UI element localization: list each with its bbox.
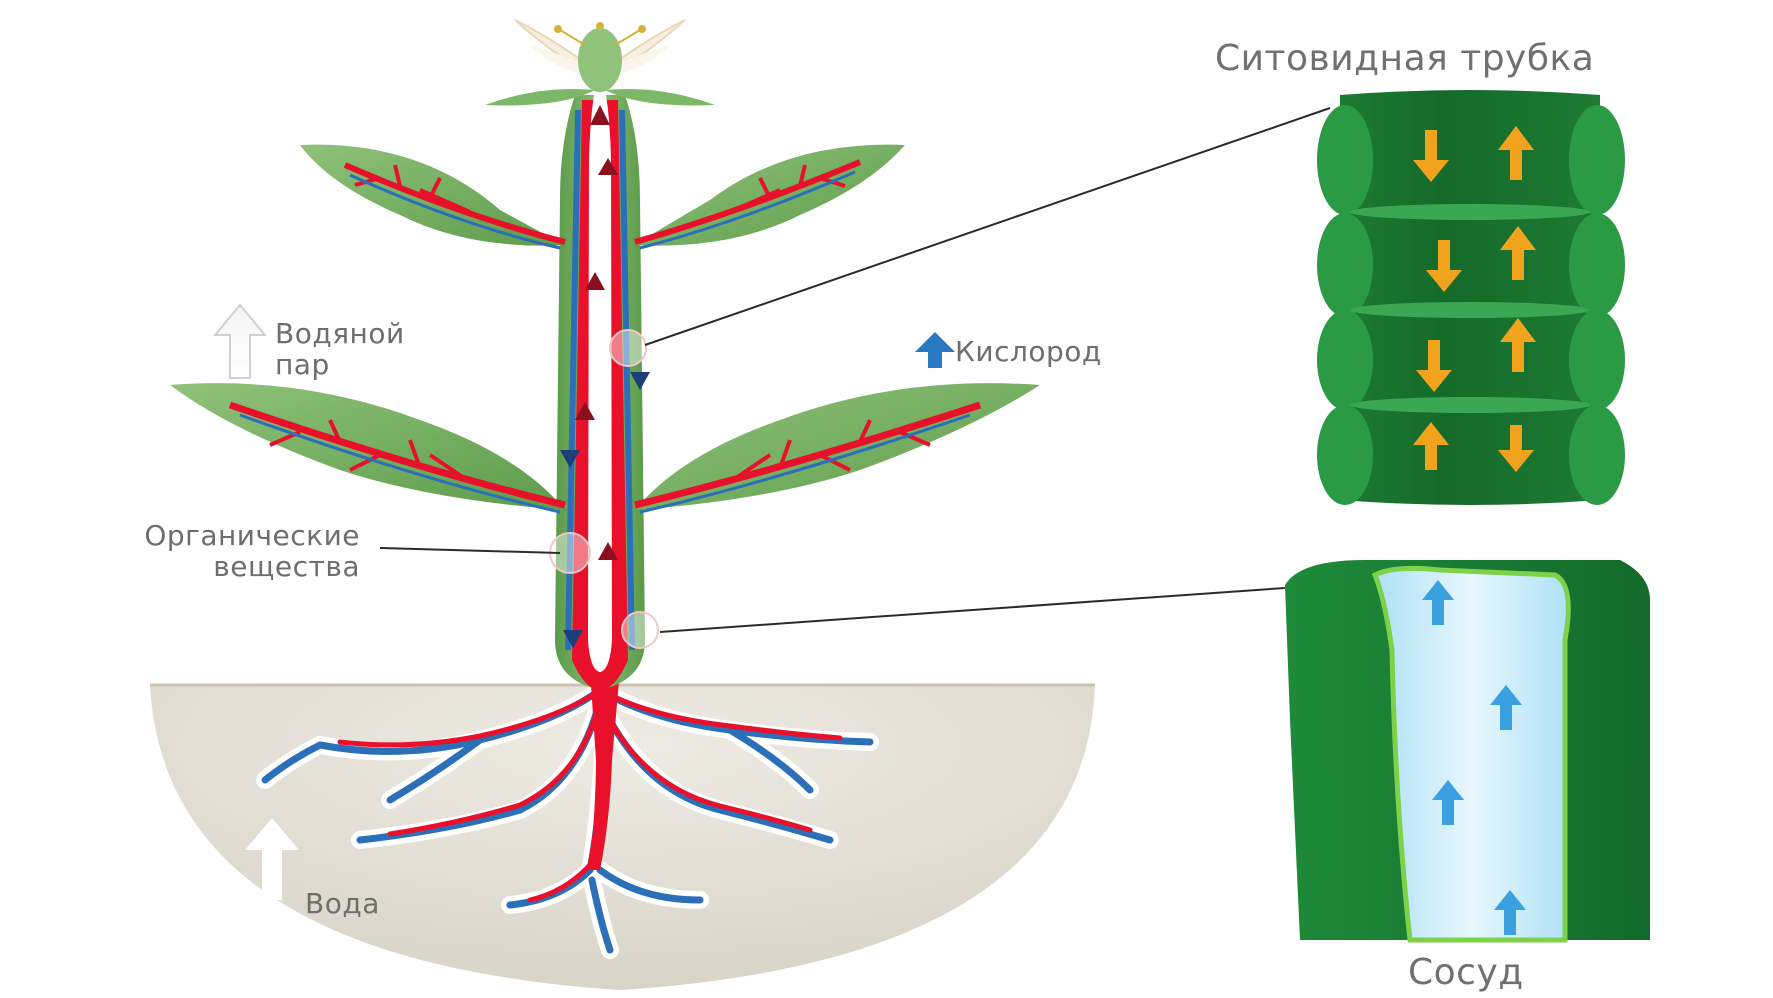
leaf-upper-right xyxy=(635,145,905,248)
water-vapor-label-line2: пар xyxy=(275,349,405,380)
oxygen-label: Кислород xyxy=(955,336,1102,367)
leaf-lower-left xyxy=(170,383,565,512)
vessel-label: Сосуд xyxy=(1408,952,1524,993)
stem xyxy=(555,95,645,690)
water-vapor-arrow-icon xyxy=(215,305,265,378)
flower-bud xyxy=(515,20,685,92)
leader-lines xyxy=(380,108,1330,632)
vessel-illustration xyxy=(1285,560,1650,940)
water-label: Вода xyxy=(305,888,380,919)
leaf-upper-left xyxy=(300,145,565,248)
oxygen-arrow-icon xyxy=(915,332,955,368)
water-vapor-label: Водяной пар xyxy=(275,318,405,380)
sieve-tube-label: Ситовидная трубка xyxy=(1215,38,1594,79)
organic-matter-label: Органические вещества xyxy=(15,520,360,582)
organic-matter-label-line1: Органические xyxy=(15,520,360,551)
sieve-tube-illustration xyxy=(1317,90,1625,505)
leaf-lower-right xyxy=(635,383,1040,512)
organic-matter-label-line2: вещества xyxy=(15,551,360,582)
water-vapor-label-line1: Водяной xyxy=(275,318,405,349)
